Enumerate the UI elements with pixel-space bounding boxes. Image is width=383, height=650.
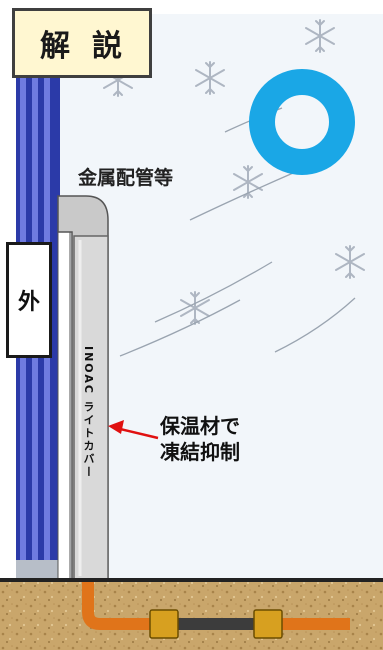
callout-line-1: 保温材で	[160, 414, 240, 438]
callout-line-2: 凍結抑制	[160, 440, 240, 464]
callout-arrow	[108, 420, 159, 440]
insulation-callout: 保温材で 凍結抑制	[160, 413, 240, 465]
soil	[0, 582, 383, 650]
explanation-badge: 解説	[12, 8, 152, 78]
outside-label: 外	[6, 242, 52, 358]
cold-air-lines	[119, 107, 356, 357]
cold-ring-icon	[249, 69, 355, 175]
cover-product-label: INOAC ライトカバー	[82, 346, 95, 479]
underground-pipe	[82, 582, 350, 639]
wall-strip	[57, 227, 71, 581]
ground-line	[0, 578, 383, 582]
metal-pipe-label: 金属配管等	[78, 167, 174, 189]
